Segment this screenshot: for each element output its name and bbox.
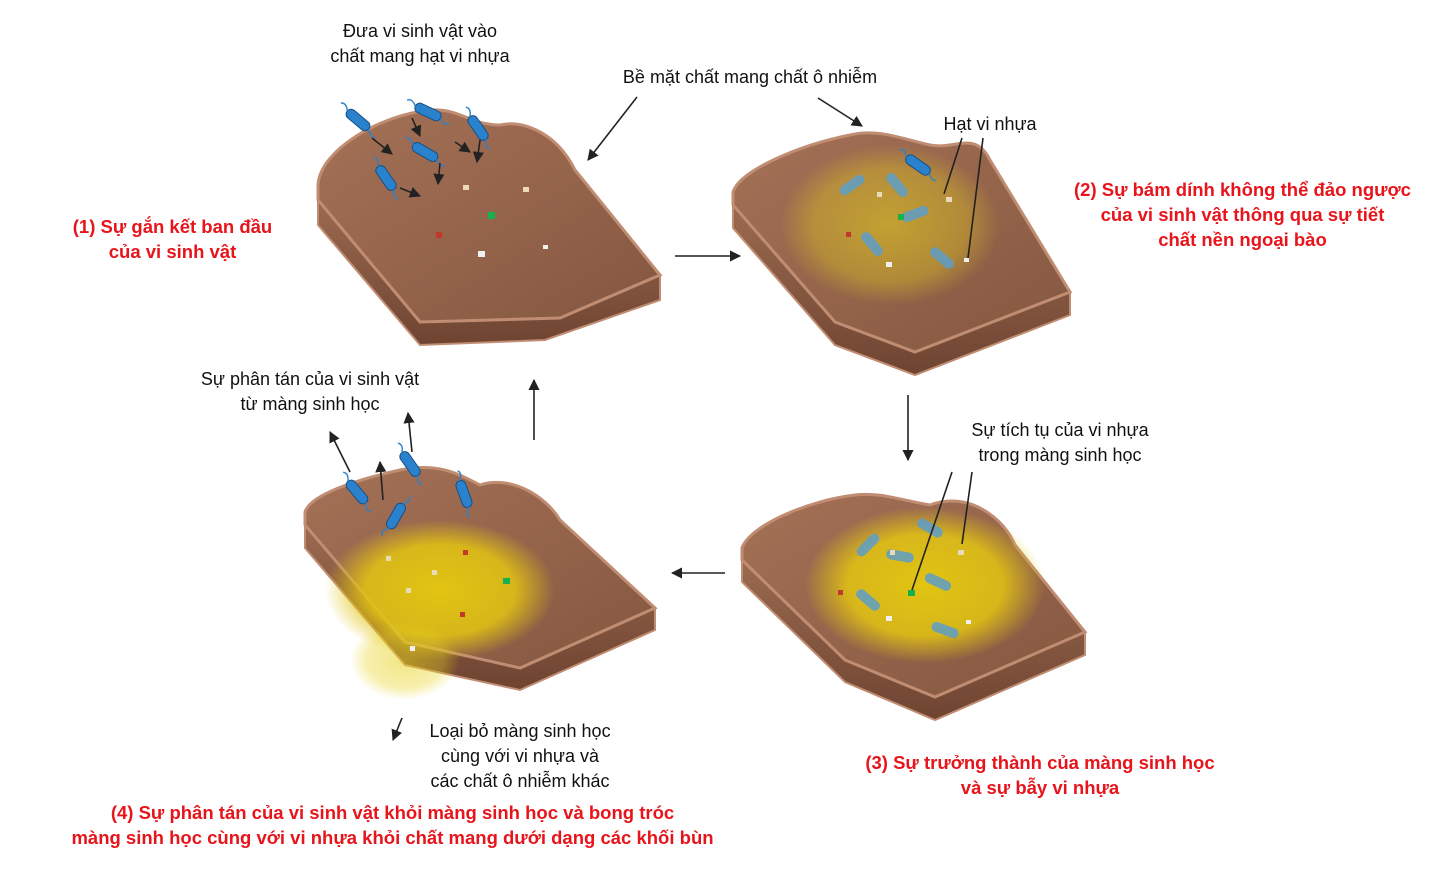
label-biofilm-removal: Loại bỏ màng sinh học cùng với vi nhựa v… [429, 721, 611, 791]
stage-1-title: (1) Sự gắn kết ban đầu của vi sinh vật [72, 216, 273, 262]
stage-2-title: (2) Sự bám dính không thể đảo ngược của … [1074, 179, 1411, 250]
label-carrier-surface: Bề mặt chất mang chất ô nhiễm [622, 67, 878, 87]
carrier-stage-3 [740, 492, 1088, 722]
cycle-arrows [528, 250, 914, 579]
carrier-stage-2 [731, 131, 1073, 377]
carrier-stage-4 [303, 466, 658, 700]
arrows-attachment [371, 117, 484, 198]
stage-4-title: (4) Sự phân tán của vi sinh vật khỏi màn… [71, 802, 714, 848]
arrows-dispersal [329, 411, 415, 501]
label-introduce-microbes: Đưa vi sinh vật vào chất mang hạt vi nhự… [330, 21, 510, 66]
label-microplastic-particle: Hạt vi nhựa [943, 114, 1037, 134]
annotation-arrows [391, 96, 984, 742]
microplastic-particle-icon [436, 185, 548, 257]
microplastic-particle-icon [838, 550, 971, 624]
microplastic-particle-icon [386, 550, 510, 651]
arrow-icon [391, 717, 403, 742]
label-dispersal: Sự phân tán của vi sinh vật từ màng sinh… [200, 369, 420, 414]
stage-3-title: (3) Sự trưởng thành của màng sinh học và… [865, 752, 1215, 798]
arrow-icon [817, 97, 863, 127]
arrow-icon [911, 471, 953, 591]
arrow-icon [967, 137, 984, 259]
label-accumulation: Sự tích tụ của vi nhựa trong màng sinh h… [971, 420, 1149, 465]
arrow-icon [587, 96, 638, 161]
carrier-stage-1 [316, 108, 663, 347]
microplastic-particle-icon [846, 192, 969, 267]
arrow-icon [943, 137, 963, 195]
arrow-icon [961, 471, 973, 545]
